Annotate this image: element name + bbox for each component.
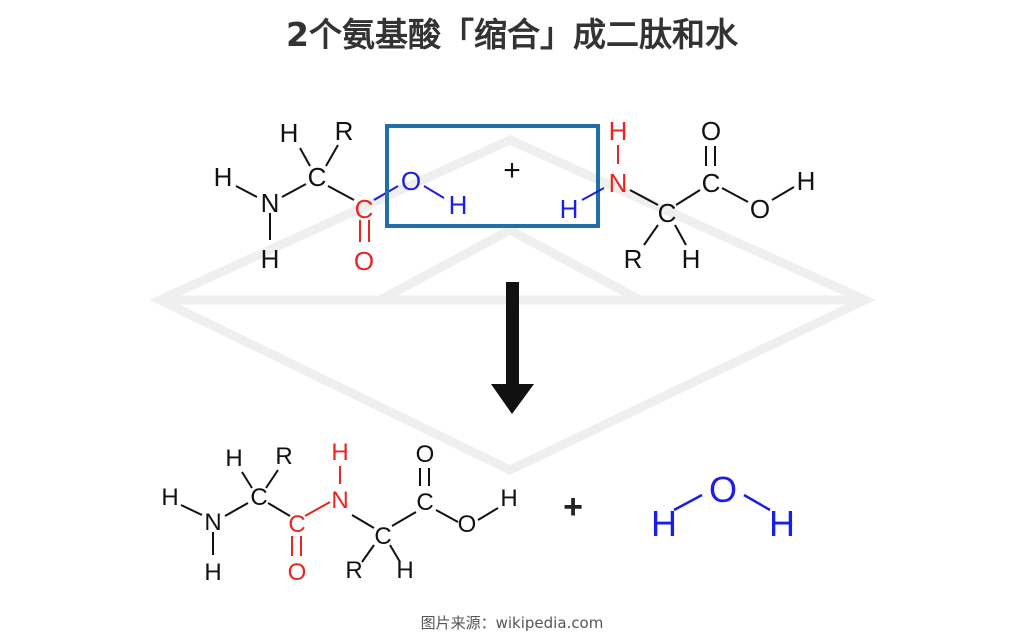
- atom-o-carbonyl: O: [416, 441, 435, 468]
- atom-n: N: [204, 509, 221, 536]
- atom-o-hydroxyl: O: [401, 166, 421, 196]
- atom-h: H: [204, 559, 221, 586]
- product-water: O H H: [651, 469, 795, 544]
- atom-c-carbonyl: C: [355, 194, 374, 224]
- atom-h-hydroxyl: H: [797, 166, 816, 196]
- atom-r: R: [624, 244, 643, 274]
- atom-c-carbonyl: C: [702, 168, 721, 198]
- atom-o-hydroxyl: O: [750, 194, 770, 224]
- atom-h: H: [682, 244, 701, 274]
- atom-o-water: O: [709, 469, 737, 510]
- image-source-caption: 图片来源：wikipedia.com: [420, 614, 604, 632]
- product-dipeptide: H R H C N H C O H N C O C O H R H: [161, 439, 517, 586]
- plus-sign-reactants: +: [503, 154, 521, 187]
- atom-h-amine: H: [560, 194, 579, 224]
- atom-h-hydroxyl: H: [449, 190, 468, 220]
- atom-o-carbonyl: O: [701, 116, 721, 146]
- plus-sign-products: +: [563, 488, 583, 526]
- atom-r: R: [335, 116, 354, 146]
- atom-c-alpha: C: [658, 198, 677, 228]
- atom-c-alpha: C: [250, 484, 267, 511]
- atom-c-alpha: C: [308, 162, 327, 192]
- atom-o-peptide: O: [288, 559, 307, 586]
- atom-h-peptide: H: [331, 439, 348, 466]
- atom-c-alpha: C: [374, 523, 391, 550]
- atom-h: H: [396, 557, 413, 584]
- atom-n: N: [261, 188, 280, 218]
- atom-h-hydroxyl: H: [500, 485, 517, 512]
- reaction-arrow: [491, 282, 534, 414]
- atom-h: H: [214, 162, 233, 192]
- atom-o-carbonyl: O: [354, 246, 374, 276]
- atom-h-water: H: [769, 503, 795, 544]
- atom-c-peptide: C: [288, 511, 305, 538]
- reactant-amino-acid-1: H R H C N H C O O H: [214, 116, 468, 276]
- atom-n: N: [609, 168, 628, 198]
- atom-r: R: [275, 443, 292, 470]
- diagram-title: 2个氨基酸「缩合」成二肽和水: [286, 15, 738, 54]
- atom-o-hydroxyl: O: [458, 511, 477, 538]
- atom-h-water: H: [651, 503, 677, 544]
- atom-h: H: [280, 118, 299, 148]
- atom-c-carbonyl: C: [416, 489, 433, 516]
- atom-h: H: [161, 484, 178, 511]
- condensation-highlight-box: [385, 124, 600, 228]
- atom-h: H: [261, 244, 280, 274]
- atom-r: R: [345, 557, 362, 584]
- atom-h: H: [225, 445, 242, 472]
- atom-n-peptide: N: [331, 487, 348, 514]
- atom-h-amine: H: [609, 116, 628, 146]
- reactant-amino-acid-2: H N H C O C O H R H: [560, 116, 816, 274]
